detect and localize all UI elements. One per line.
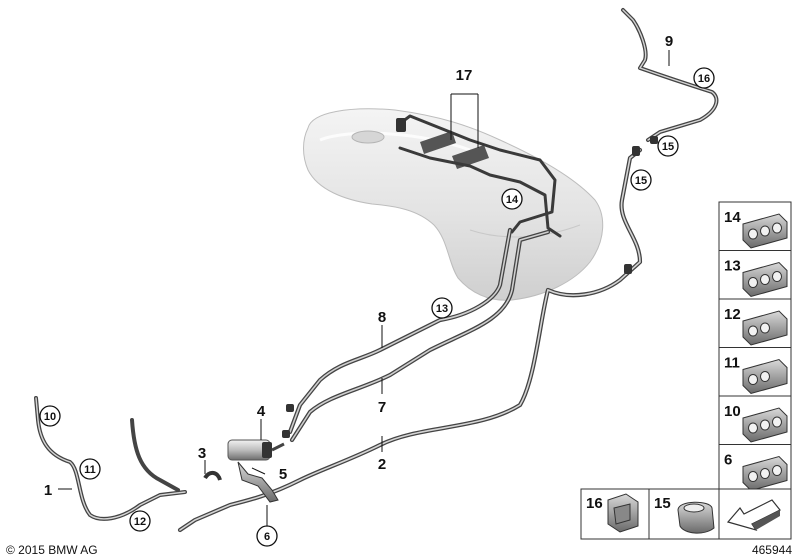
svg-text:15: 15: [662, 141, 674, 153]
clip-15-icon: [677, 501, 715, 534]
fuel-line-2-highlight: [179, 149, 641, 531]
circled-callout-10: 10: [39, 405, 61, 427]
connector-3: [203, 471, 222, 481]
legend-number-6: 6: [724, 452, 732, 469]
legend-number-12: 12: [724, 306, 741, 323]
circled-callout-15-upper: 15: [657, 135, 679, 157]
clip-16-icon: [607, 493, 639, 533]
clip-legend-right: 14 13 12 11 10 6: [718, 201, 792, 494]
callout-17: 17: [456, 67, 473, 84]
callout-7: 7: [378, 399, 386, 416]
svg-text:6: 6: [264, 531, 270, 543]
callout-9: 9: [665, 33, 673, 50]
clip-legend-bottom: 16 15: [580, 488, 792, 540]
legend-cell-14: 14: [718, 201, 792, 251]
svg-text:15: 15: [635, 175, 647, 187]
line-connectors: [282, 136, 658, 438]
circled-callout-13: 13: [431, 297, 453, 319]
circled-callouts: 16 15 15 14 13 10 11 12: [39, 67, 715, 547]
fuel-line-8-highlight: [289, 229, 511, 433]
legend-number-14: 14: [724, 209, 741, 226]
svg-text:11: 11: [84, 464, 96, 476]
legend-cell-10: 10: [718, 395, 792, 445]
svg-text:12: 12: [134, 516, 146, 528]
circled-callout-6: 6: [256, 525, 278, 547]
callout-5: 5: [279, 466, 287, 483]
legend-number-13: 13: [724, 258, 741, 275]
clip-12-icon: [742, 310, 788, 346]
direction-arrow-icon: [726, 499, 781, 532]
legend-cell-11: 11: [718, 347, 792, 397]
circled-callout-12: 12: [129, 510, 151, 532]
leader-lines: [58, 50, 670, 528]
tank-connector: [396, 118, 406, 132]
clip-13-icon: [742, 261, 788, 298]
circled-callout-11: 11: [79, 458, 101, 480]
svg-text:14: 14: [506, 194, 519, 206]
circled-callout-16: 16: [693, 67, 715, 89]
circled-callout-15-lower: 15: [630, 169, 652, 191]
callout-4: 4: [257, 403, 266, 420]
copyright-text: © 2015 BMW AG: [6, 543, 98, 557]
clip-10-icon: [742, 407, 788, 443]
legend-number-16: 16: [586, 495, 603, 512]
callout-2: 2: [378, 456, 386, 473]
diagram-number: 465944: [752, 543, 792, 557]
callout-1: 1: [44, 482, 52, 499]
clip-14-icon: [742, 213, 788, 249]
tank-top-lines: [398, 114, 562, 238]
clip-11-icon: [742, 358, 788, 395]
filter-holder-bracket: [237, 461, 279, 503]
fuel-line-left-branch: [130, 418, 180, 492]
callout-3: 3: [198, 445, 206, 462]
fuel-filter: [227, 439, 285, 461]
svg-text:10: 10: [44, 411, 56, 423]
circled-callout-14: 14: [501, 188, 523, 210]
legend-number-15: 15: [654, 495, 671, 512]
legend-number-10: 10: [724, 403, 741, 420]
svg-text:16: 16: [698, 73, 710, 85]
svg-text:13: 13: [436, 303, 448, 315]
callout-8: 8: [378, 309, 386, 326]
fuel-line-1-highlight: [35, 397, 186, 520]
legend-cell-6: 6: [718, 444, 792, 494]
legend-cell-12: 12: [718, 298, 792, 348]
clip-6-icon: [742, 455, 788, 492]
legend-cell-13: 13: [718, 250, 792, 300]
legend-number-11: 11: [724, 355, 740, 372]
fuel-line-9-highlight: [622, 9, 718, 141]
fuel-line-7-highlight: [291, 231, 549, 441]
